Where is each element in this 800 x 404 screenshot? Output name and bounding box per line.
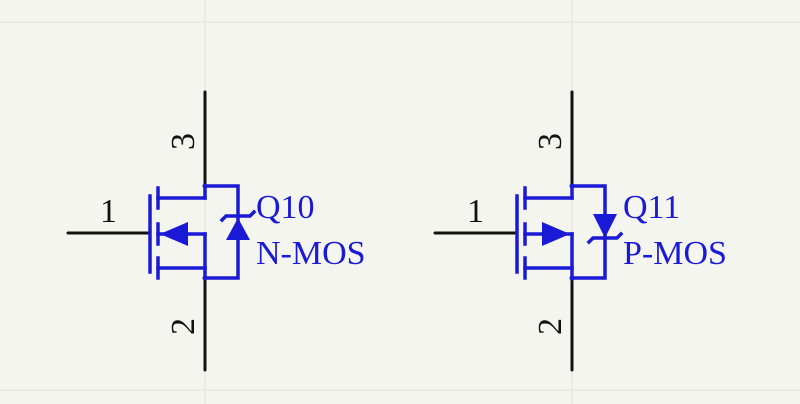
q10-value[interactable]: N-MOS (256, 235, 366, 272)
q11-pin-1-label: 1 (467, 193, 484, 230)
q10-pin-wires (66, 90, 207, 372)
q10-designator[interactable]: Q10 (256, 189, 315, 226)
q11-body-arrow-icon (542, 222, 570, 246)
q11-value[interactable]: P-MOS (623, 235, 727, 272)
q11-pin-3-label: 3 (532, 133, 569, 150)
mosfet-q10[interactable]: 1 3 2 Q10 N-MOS (66, 90, 366, 372)
q11-zener-triangle-icon (593, 214, 617, 238)
q11-pin-2-label: 2 (532, 318, 569, 335)
q10-zener-triangle-icon (226, 218, 250, 240)
q10-pin-3-label: 3 (165, 133, 202, 150)
q11-terminal-dots (569, 183, 575, 281)
q11-designator[interactable]: Q11 (623, 189, 680, 226)
q10-zener-bar (219, 209, 257, 223)
q10-pin-1-label: 1 (100, 193, 117, 230)
mosfet-q11[interactable]: 1 3 2 Q11 P-MOS (433, 90, 727, 372)
q10-body-arrow-icon (160, 222, 188, 246)
q10-terminal-dots (202, 183, 208, 281)
q11-pin-wires (433, 90, 574, 372)
q10-pin-2-label: 2 (165, 318, 202, 335)
